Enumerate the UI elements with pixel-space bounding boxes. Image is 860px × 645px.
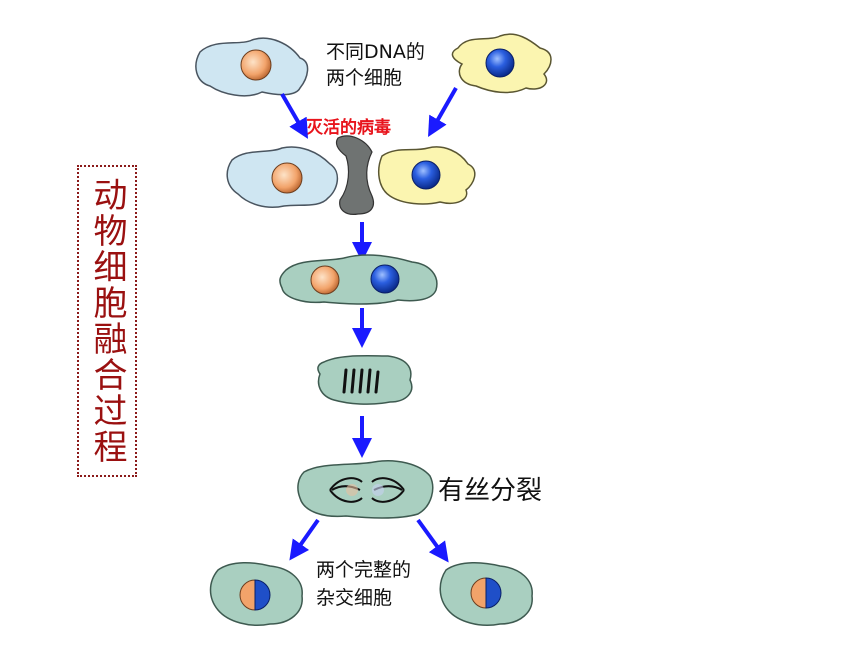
diagram-title: 动物细胞融合过程 [87, 177, 127, 465]
inactivated-virus-label: 灭活的病毒 [306, 118, 391, 138]
hybrid-cell-right [439, 562, 533, 626]
hybrid-nucleus-blue-half [485, 577, 502, 609]
hybrid-nucleus-orange-half [470, 577, 487, 609]
arrow-down-right [416, 518, 449, 563]
title-box: 动物细胞融合过程 [77, 165, 137, 477]
arrow-right-down [428, 87, 458, 137]
arrow-left-down [280, 92, 309, 139]
two-cells-label-line2: 两个细胞 [326, 67, 403, 89]
hybrid-nucleus-orange-half [239, 579, 256, 611]
hybrid-cells-label-line1: 两个完整的 [316, 559, 412, 581]
two-cells-label-line1: 不同DNA的 [326, 41, 425, 63]
cell-yellow-with-virus [377, 146, 476, 205]
nucleus-blue-icon [411, 160, 441, 190]
cell-blue-with-virus [226, 146, 339, 208]
cell-yellow-top [451, 33, 552, 94]
hybrid-cells-label-line2: 杂交细胞 [316, 587, 393, 609]
hybrid-cell-left [209, 562, 303, 626]
nucleus-orange-icon [310, 265, 340, 295]
mitosis-label: 有丝分裂 [438, 476, 543, 506]
metaphase-cell [317, 355, 413, 405]
nucleus-blue-icon [485, 48, 515, 78]
cell-blue-top [195, 37, 309, 97]
dividing-cell [297, 460, 434, 519]
nucleus-blue-icon [370, 264, 400, 294]
chromosomes-icon [342, 368, 380, 394]
inactivated-virus [335, 135, 375, 215]
nucleus-orange-icon [240, 49, 272, 81]
hybrid-nucleus-blue-half [254, 579, 271, 611]
nucleus-orange-icon [271, 162, 303, 194]
arrow-down-left [289, 518, 320, 561]
virus-icon [335, 135, 375, 215]
fused-cell [279, 254, 438, 305]
